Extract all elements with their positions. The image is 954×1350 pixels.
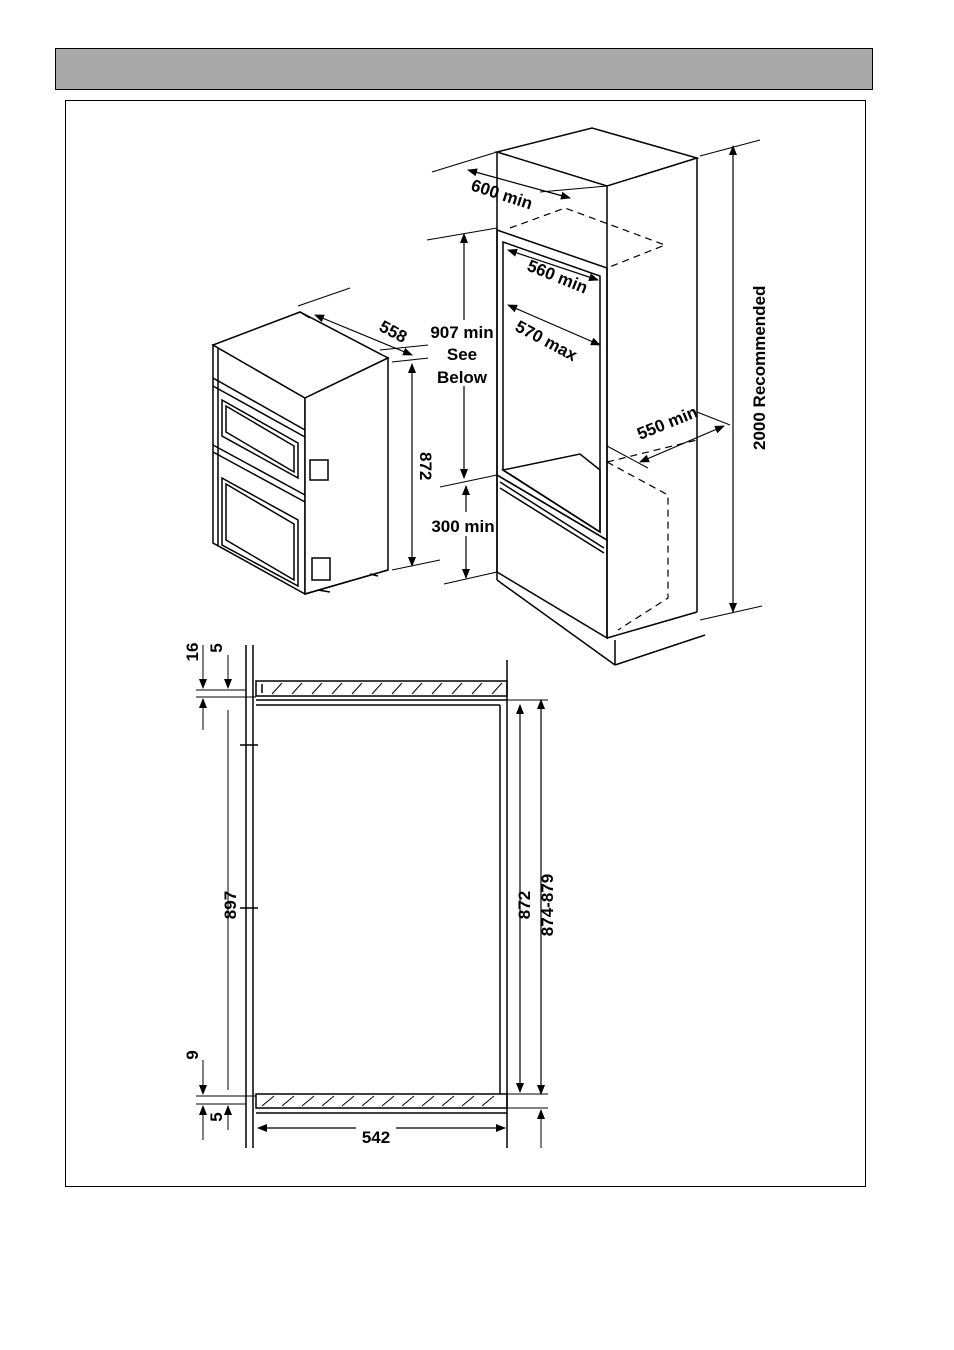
- oven-illustration: [213, 312, 388, 594]
- base-height-label: 300 min: [431, 517, 494, 536]
- bottom-gap-label: 9: [183, 1050, 202, 1059]
- cabinet-width-label: 600 min: [469, 176, 535, 214]
- aperture-width-max-label: 570 max: [512, 317, 581, 366]
- section-range-label: 874-879: [538, 874, 557, 936]
- total-height-dimension: 2000 Recommended: [700, 140, 769, 620]
- aperture-height-dimension: 907 min See Below: [427, 228, 497, 487]
- bottom-small-gap-label: 5: [207, 1112, 226, 1121]
- aperture-height-label-3: Below: [437, 368, 488, 387]
- aperture-width-dimension: 560 min 570 max: [508, 250, 600, 365]
- oven-height-label: 872: [416, 452, 435, 480]
- section-width-label: 542: [362, 1128, 390, 1147]
- aperture-height-label-1: 907 min: [430, 323, 493, 342]
- top-gap-label: 16: [183, 643, 202, 662]
- cabinet-depth-dimension: 550 min: [607, 402, 730, 468]
- aperture-width-min-label: 560 min: [525, 256, 591, 297]
- section-drawing: [240, 645, 507, 1148]
- oven-height-dimension: 872: [392, 357, 440, 570]
- cabinet-depth-label: 550 min: [634, 402, 700, 443]
- top-small-gap-label: 5: [207, 643, 226, 652]
- aperture-height-section-label: 897: [221, 891, 240, 919]
- section-width-dimension: 542: [258, 1122, 505, 1147]
- base-height-dimension: 300 min: [431, 486, 497, 584]
- aperture-height-label-2: See: [447, 345, 477, 364]
- section-oven-height-label: 872: [515, 891, 534, 919]
- total-height-label: 2000 Recommended: [750, 286, 769, 450]
